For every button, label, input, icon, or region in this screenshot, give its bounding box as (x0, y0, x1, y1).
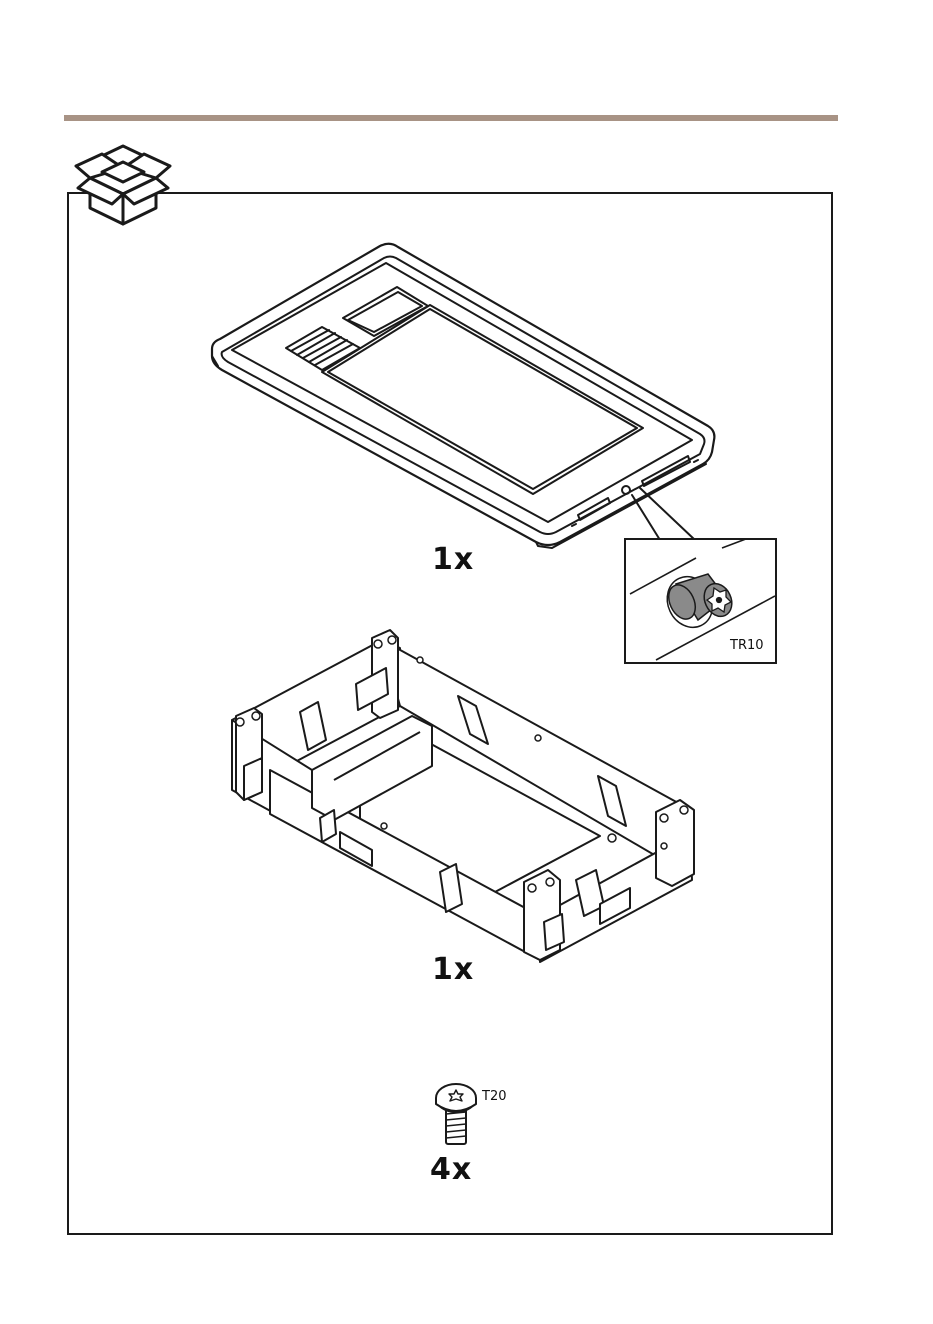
tool-detail-callout: TR10 (624, 538, 777, 664)
screw-illustration (436, 1084, 476, 1144)
callout-tool-label: TR10 (730, 638, 764, 653)
panel-quantity: 1x (432, 542, 474, 577)
mounting-bracket-illustration (232, 630, 694, 962)
panel-unit-illustration (212, 244, 714, 548)
screw-quantity: 4x (430, 1152, 472, 1187)
screw-tool-label: T20 (482, 1089, 506, 1104)
bracket-quantity: 1x (432, 952, 474, 987)
